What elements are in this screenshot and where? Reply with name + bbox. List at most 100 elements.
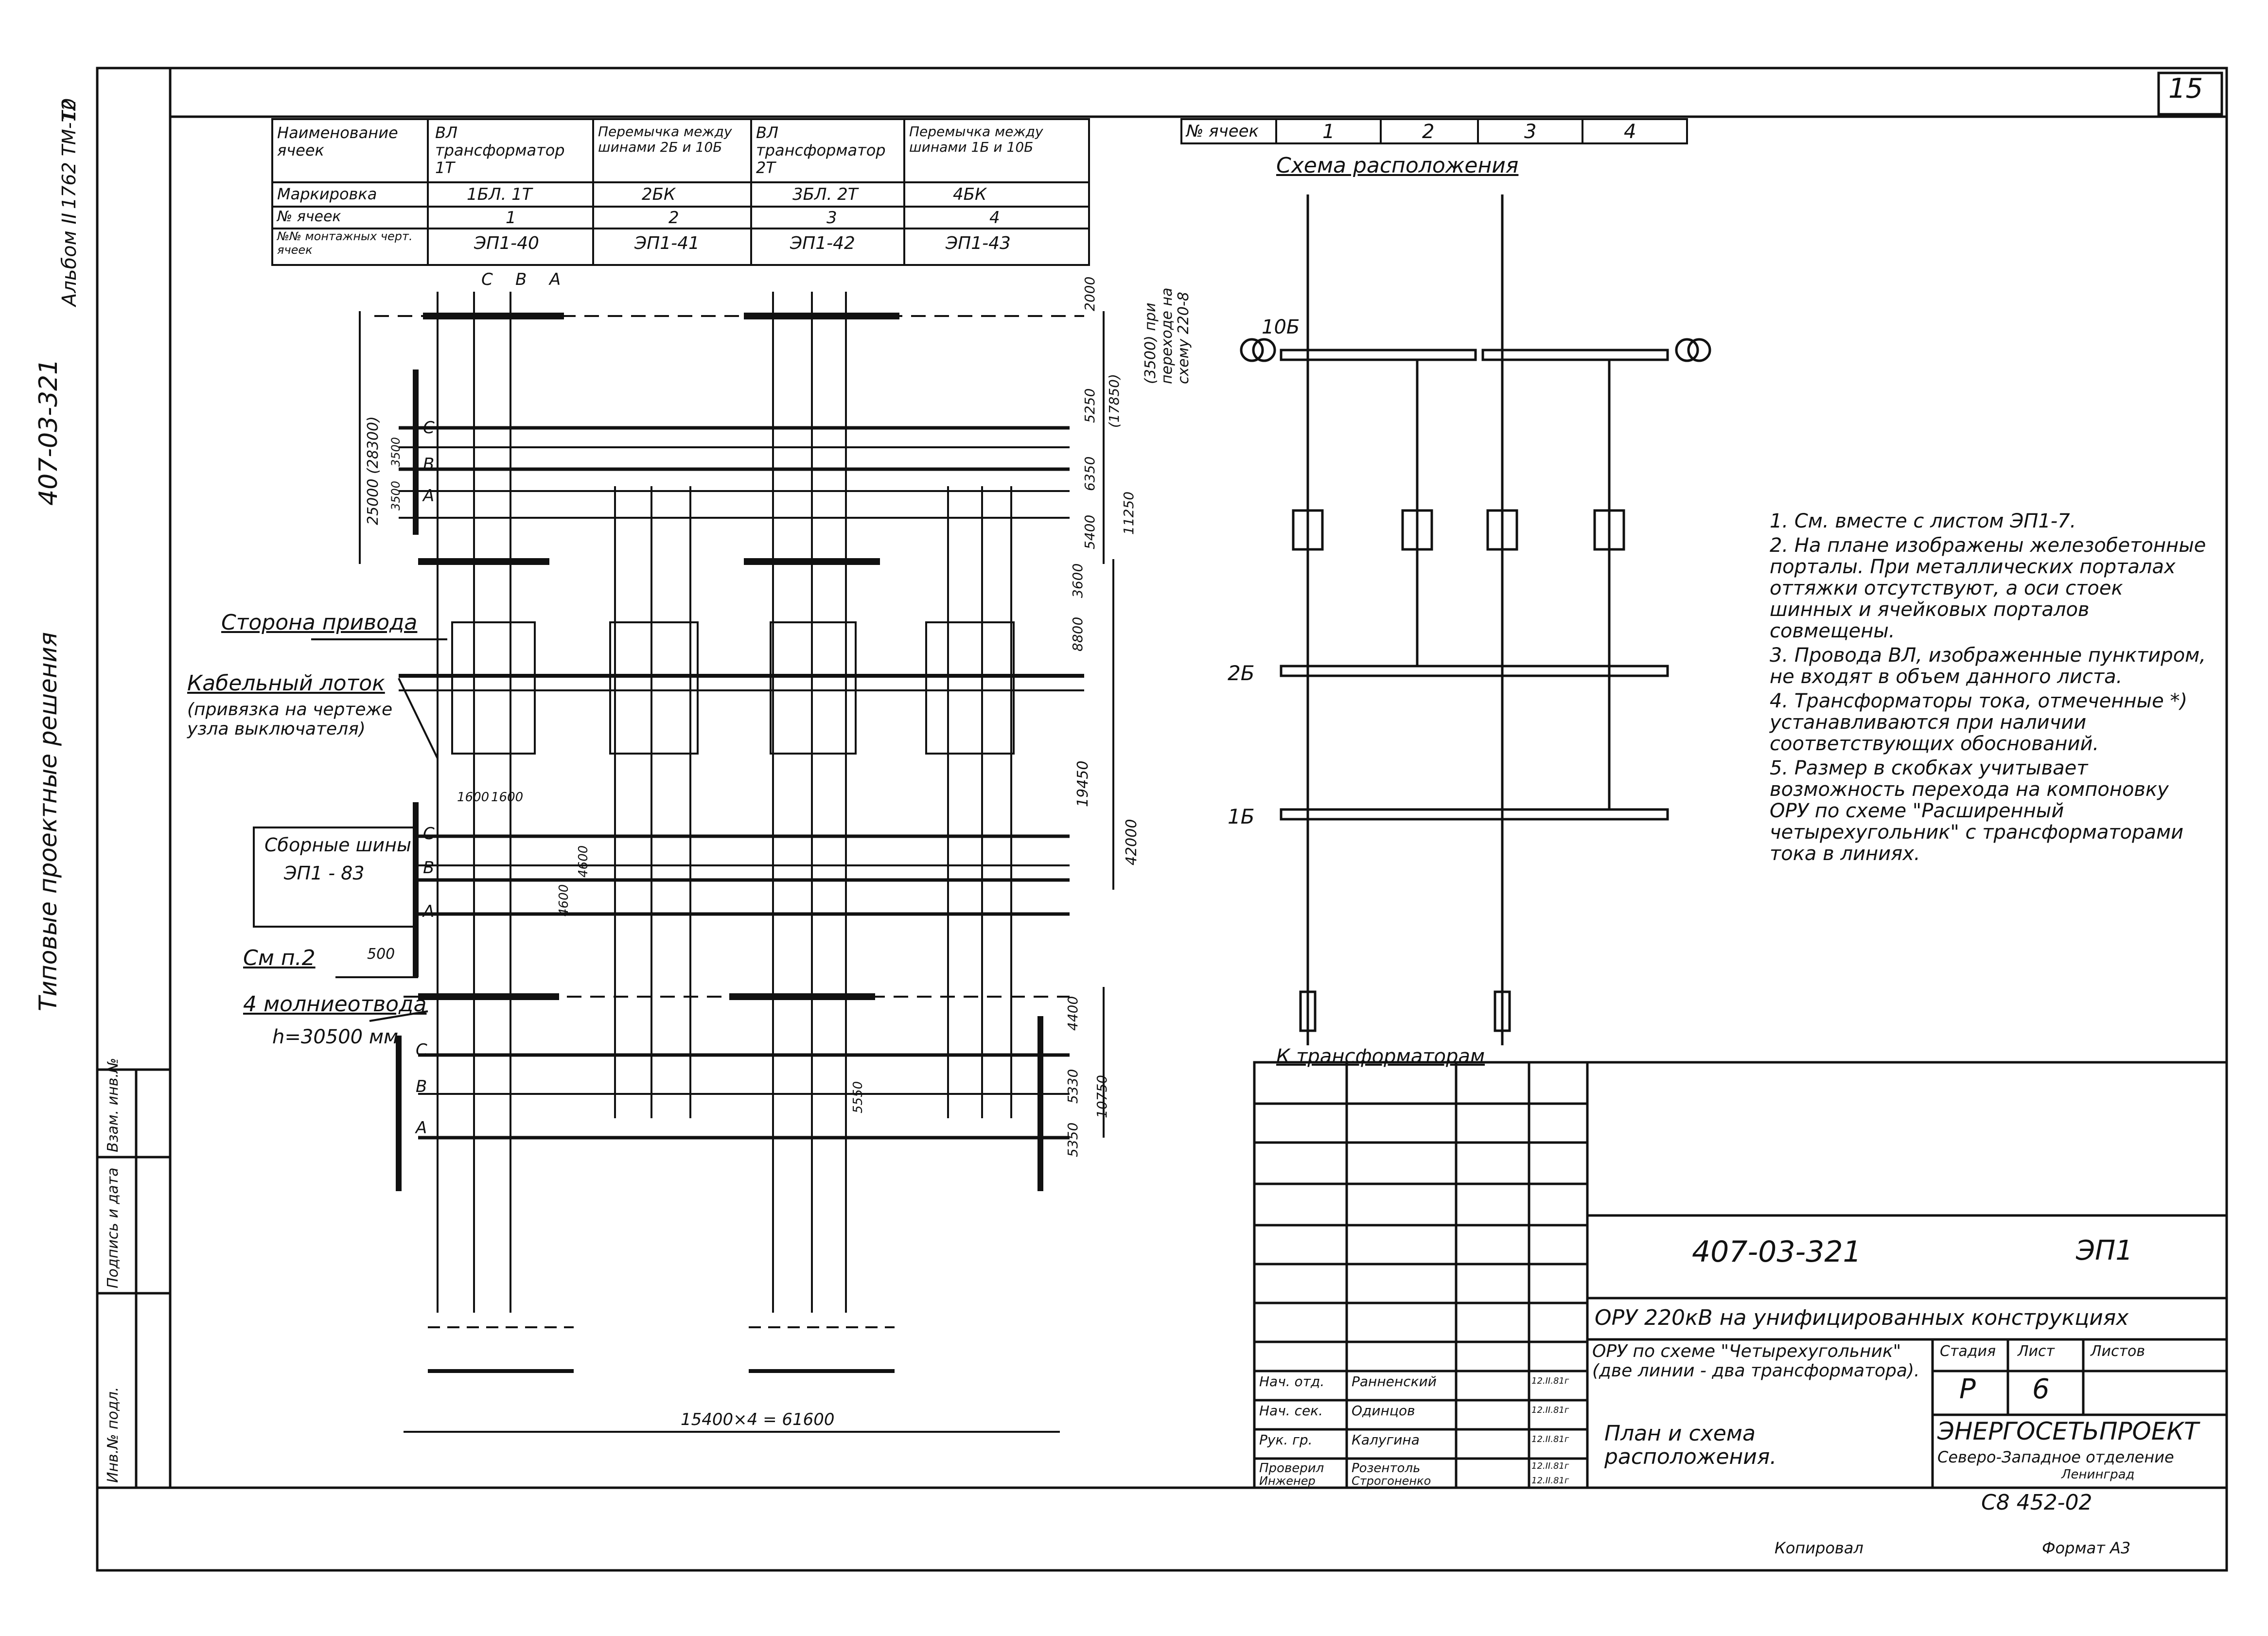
sig-role-1: Нач. отд. <box>1259 1373 1325 1390</box>
dim-right-8800: 8800 <box>1070 616 1086 651</box>
dim-left-1600b: 1600 <box>491 790 524 805</box>
bus-10b-label: 10Б <box>1262 316 1300 338</box>
cell-number-2: 2 <box>1422 121 1435 143</box>
stage-label: Стадия <box>1940 1343 1996 1360</box>
title-block-grid <box>1253 1061 2228 1489</box>
col2-marking: 2БК <box>642 185 676 204</box>
inner-frame <box>169 115 2228 1489</box>
col4-name: Перемычка между шинами 1Б и 10Б <box>909 123 1043 155</box>
row-label-marking: Маркировка <box>277 185 377 203</box>
cell-number-3: 3 <box>1524 121 1537 143</box>
dim-right-5350: 5350 <box>1065 1122 1081 1157</box>
row-label-drawing: №№ монтажных черт. ячеек <box>277 229 413 257</box>
note-4: 4. Трансформаторы тока, отмеченные *) ус… <box>1770 690 2188 755</box>
dim-right-4400: 4400 <box>1065 996 1081 1031</box>
dim-left-1600a: 1600 <box>457 790 490 805</box>
sig-date-3: 12.II.81г <box>1531 1434 1569 1444</box>
inventory-code: С8 452-02 <box>1981 1490 2092 1515</box>
sig-name-4: Розентоль <box>1352 1461 1421 1476</box>
col1-cell: 1 <box>506 208 516 228</box>
sheets-label: Листов <box>2091 1343 2145 1360</box>
sig-role-3: Рук. гр. <box>1259 1432 1313 1448</box>
stamp-inventory: Инв.№ подл. <box>105 1387 122 1483</box>
stage-value: Р <box>1959 1373 1976 1405</box>
drive-side-label: Сторона привода <box>221 610 418 635</box>
note-3: 3. Провода ВЛ, изображенные пунктиром, н… <box>1770 644 2206 688</box>
phase-low-c: C <box>423 824 435 844</box>
corner-code-2: 10 <box>58 98 80 122</box>
doc-code: 407-03-321 <box>1692 1235 1862 1269</box>
drawing-name: План и схема расположения. <box>1604 1421 1777 1469</box>
dim-left-3500a: 3500 <box>389 437 403 467</box>
phase-bottom-a: A <box>416 1118 427 1138</box>
sig-date-1: 12.II.81г <box>1531 1376 1569 1386</box>
legend-table-grid <box>271 118 1090 266</box>
col2-name: Перемычка между шинами 2Б и 10Б <box>598 123 732 155</box>
bottom-dimension: 15400×4 = 61600 <box>681 1410 835 1429</box>
org-name: ЭНЕРГОСЕТЬПРОЕКТ <box>1937 1417 2199 1445</box>
scheme-title: Схема расположения <box>1276 153 1519 178</box>
col1-name: ВЛ трансформатор 1Т <box>435 123 565 177</box>
col3-name: ВЛ трансформатор 2Т <box>756 123 886 177</box>
phase-top-b: B <box>515 270 527 289</box>
dim-right-17850: (17850) <box>1106 374 1122 428</box>
single-line-scheme <box>1240 194 1711 1045</box>
sheet-code: ЭП1 <box>2076 1235 2133 1267</box>
col3-drawing: ЭП1-42 <box>790 233 855 253</box>
sig-name-2: Одинцов <box>1352 1403 1415 1419</box>
plan-view <box>311 292 1114 1433</box>
dim-right-42000: 42000 <box>1123 819 1140 865</box>
lightning-height: h=30500 мм <box>272 1026 399 1048</box>
transition-note: (3500) при переходе на схему 220-8 <box>1142 287 1192 384</box>
to-transformers-label: К трансформаторам <box>1276 1045 1485 1068</box>
dim-right-11250: 11250 <box>1121 491 1137 535</box>
bus-1b-label: 1Б <box>1228 805 1255 828</box>
col4-cell: 4 <box>989 208 1000 228</box>
phase-mid-a: A <box>423 486 435 506</box>
row-label-name: Наименование ячеек <box>277 123 398 159</box>
cells-table-grid <box>1180 118 1688 144</box>
margin-series: 407-03-321 <box>34 358 63 506</box>
org-branch: Северо-Западное отделение <box>1937 1448 2174 1466</box>
dim-right-19450: 19450 <box>1074 760 1091 807</box>
dim-right-10750: 10750 <box>1094 1074 1110 1118</box>
scheme-name: ОРУ по схеме "Четырехугольник" (две лини… <box>1592 1341 1920 1381</box>
margin-typical: Типовые проектные решения <box>34 632 62 1011</box>
org-city: Ленинград <box>2061 1467 2135 1482</box>
dim-right-5550: 5550 <box>851 1081 865 1113</box>
busbars-ref: ЭП1 - 83 <box>284 862 365 884</box>
dim-right-6350: 6350 <box>1082 456 1098 491</box>
busbars-callout: Сборные шины ЭП1 - 83 <box>253 827 417 928</box>
sig-date-5: 12.II.81г <box>1531 1476 1569 1486</box>
phase-low-b: B <box>423 858 435 878</box>
sig-name-3: Калугина <box>1352 1432 1420 1448</box>
see-note-label: См п.2 <box>243 946 316 970</box>
col4-marking: 4БК <box>953 185 987 204</box>
phase-low-a: A <box>423 902 435 921</box>
phase-bottom-c: C <box>416 1040 427 1060</box>
phase-top-a: A <box>549 270 561 289</box>
note-5: 5. Размер в скобках учитывает возможност… <box>1770 757 2184 865</box>
sheet-number: 15 <box>2168 73 2203 105</box>
row-label-cell: № ячеек <box>277 208 341 225</box>
dim-left-25000: 25000 (28300) <box>365 416 382 525</box>
col3-cell: 3 <box>826 208 837 228</box>
dim-right-5400: 5400 <box>1082 514 1098 549</box>
dim-500: 500 <box>367 946 395 963</box>
note-2: 2. На плане изображены железобетонные по… <box>1770 534 2206 642</box>
sheet-value: 6 <box>2032 1373 2050 1405</box>
margin-album: Альбом II <box>58 212 81 306</box>
stamp-signature: Подпись и дата <box>105 1167 122 1289</box>
col2-drawing: ЭП1-41 <box>634 233 700 253</box>
dim-right-3600: 3600 <box>1070 563 1086 598</box>
sig-role-2: Нач. сек. <box>1259 1403 1323 1419</box>
stamp-replace: Взам. инв.№ <box>105 1057 122 1152</box>
col2-cell: 2 <box>668 208 679 228</box>
notes-block: 1. См. вместе с листом ЭП1-7. 2. На план… <box>1770 510 2207 864</box>
sig-date-4: 12.II.81г <box>1531 1461 1569 1471</box>
copied-label: Копировал <box>1775 1539 1864 1557</box>
cell-number-1: 1 <box>1322 121 1335 143</box>
lightning-label: 4 молниеотвода <box>243 992 427 1017</box>
dim-left-3500b: 3500 <box>389 480 403 510</box>
sig-role-5: Инженер <box>1259 1474 1316 1488</box>
